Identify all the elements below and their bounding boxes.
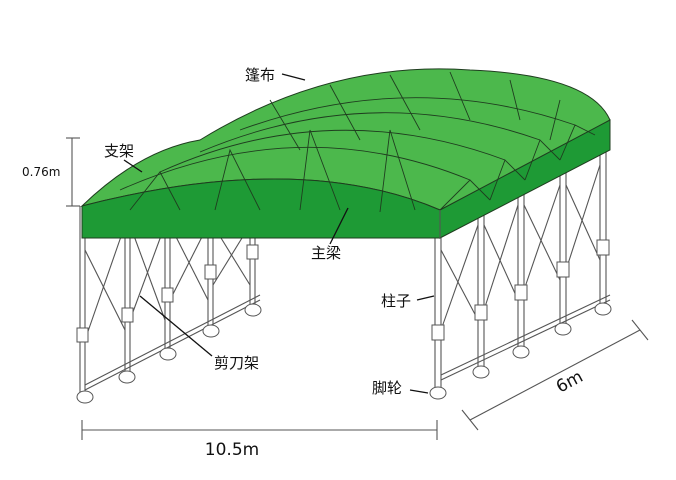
right-frame [429,148,612,400]
caster-wheel [76,390,94,404]
joint-collar [596,239,610,256]
dimension-height: 0.76m [22,165,60,179]
label-column: 柱子 [381,292,411,310]
joint-collar [161,287,174,303]
caster-wheel [554,322,572,336]
arrow-main-beam [329,207,349,245]
joint-collar [474,304,488,321]
front-columns [79,206,441,238]
label-bracket: 支架 [104,142,134,160]
arrow-column [416,295,435,301]
joint-collar [556,261,570,278]
caster-wheel [429,386,447,400]
label-canopy: 篷布 [245,66,275,84]
joint-collar [204,264,217,280]
back-frame [76,212,262,404]
label-scissor-frame: 剪刀架 [214,354,259,372]
joint-collar [431,324,445,341]
caster-wheel [159,347,177,361]
arrow-canopy [281,73,306,81]
joint-collar [76,327,89,343]
caster-wheel [244,303,262,317]
dimension-width: 6m [553,367,587,398]
joint-collar [514,284,528,301]
joint-collar [246,244,259,260]
caster-wheel [512,345,530,359]
arrow-caster [409,389,429,394]
labels: 篷布 支架 主梁 柱子 剪刀架 脚轮 [104,66,435,397]
arrow-bracket [123,159,143,173]
caster-wheel [118,370,136,384]
arrow-scissor-frame [139,295,213,357]
label-caster: 脚轮 [372,379,402,397]
label-main-beam: 主梁 [311,244,341,262]
caster-wheel [202,324,220,338]
caster-wheel [472,365,490,379]
caster-wheel [594,302,612,316]
joint-collar [121,307,134,323]
canopy [80,68,611,239]
dimension-length: 10.5m [205,440,259,460]
